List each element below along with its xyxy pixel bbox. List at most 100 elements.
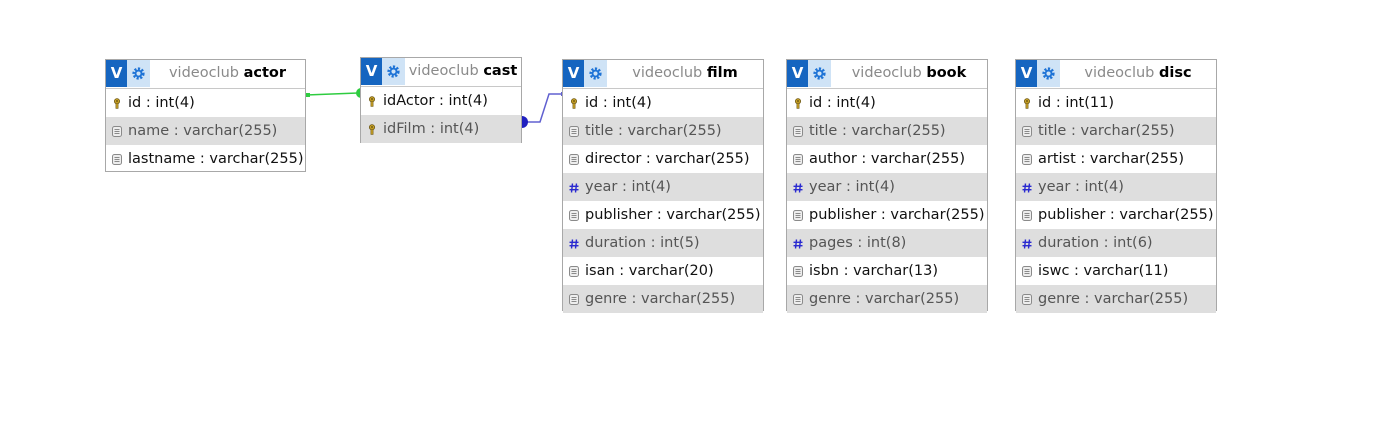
column-row[interactable]: id : int(4) <box>106 89 305 117</box>
table-options-button[interactable] <box>584 60 607 87</box>
column-row[interactable]: genre : varchar(255) <box>1016 285 1216 313</box>
column-row[interactable]: duration : int(5) <box>563 229 763 257</box>
column-row[interactable]: director : varchar(255) <box>563 145 763 173</box>
column-row[interactable]: year : int(4) <box>787 173 987 201</box>
toggle-columns-button[interactable]: V <box>106 60 127 87</box>
text-field-icon <box>1021 117 1033 145</box>
column-type: varchar(13) <box>853 263 938 279</box>
column-type: int(4) <box>1084 179 1124 195</box>
column-row[interactable]: year : int(4) <box>563 173 763 201</box>
column-row[interactable]: publisher : varchar(255) <box>1016 201 1216 229</box>
column-name: id <box>128 95 142 111</box>
column-type: varchar(255) <box>1089 151 1185 167</box>
column-separator: : <box>641 151 656 167</box>
column-row[interactable]: publisher : varchar(255) <box>787 201 987 229</box>
table-film[interactable]: V videoclub film id : int(4)title : varc… <box>562 59 764 313</box>
column-separator: : <box>838 263 854 279</box>
column-separator: : <box>195 151 210 167</box>
column-separator: : <box>856 151 871 167</box>
table-title[interactable]: videoclub book <box>831 60 987 87</box>
table-cast[interactable]: V videoclub cast idActor : int(4)idFilm … <box>360 57 522 143</box>
table-options-button[interactable] <box>382 58 405 85</box>
column-type: int(5) <box>660 235 700 251</box>
key-icon <box>366 115 378 143</box>
key-icon <box>568 89 580 117</box>
column-row[interactable]: publisher : varchar(255) <box>563 201 763 229</box>
database-name: videoclub <box>408 63 479 79</box>
column-row[interactable]: artist : varchar(255) <box>1016 145 1216 173</box>
table-options-button[interactable] <box>1037 60 1060 87</box>
table-book[interactable]: V videoclub book id : int(4)title : varc… <box>786 59 988 313</box>
column-row[interactable]: duration : int(6) <box>1016 229 1216 257</box>
column-type: varchar(255) <box>183 123 278 139</box>
text-field-icon <box>1021 257 1033 285</box>
table-disc[interactable]: V videoclub disc id : int(11)title : var… <box>1015 59 1217 313</box>
column-name: id <box>1038 95 1052 111</box>
numeric-field-icon <box>1021 229 1033 257</box>
column-type: int(6) <box>1113 235 1153 251</box>
table-header: V videoclub book <box>787 60 987 89</box>
table-title[interactable]: videoclub film <box>607 60 763 87</box>
column-row[interactable]: author : varchar(255) <box>787 145 987 173</box>
table-title[interactable]: videoclub cast <box>405 58 521 85</box>
database-name: videoclub <box>851 65 922 81</box>
key-icon <box>1021 89 1033 117</box>
column-separator: : <box>1099 235 1114 251</box>
toggle-columns-button[interactable]: V <box>787 60 808 87</box>
column-separator: : <box>617 179 632 195</box>
toggle-columns-button[interactable]: V <box>563 60 584 87</box>
column-row[interactable]: title : varchar(255) <box>563 117 763 145</box>
gear-icon <box>132 67 145 80</box>
column-row[interactable]: idFilm : int(4) <box>361 115 521 143</box>
column-name: year <box>585 179 618 195</box>
text-field-icon <box>568 145 580 173</box>
relation-cast-film[interactable] <box>522 92 564 128</box>
column-type: varchar(255) <box>666 207 761 223</box>
table-actor[interactable]: V videoclub actor id : int(4)name : varc… <box>105 59 306 172</box>
text-field-icon <box>568 117 580 145</box>
column-type: varchar(255) <box>641 291 736 307</box>
text-field-icon <box>1021 285 1033 313</box>
column-name: isan <box>585 263 615 279</box>
relation-actor-cast[interactable] <box>305 88 361 98</box>
column-row[interactable]: pages : int(8) <box>787 229 987 257</box>
text-field-icon <box>1021 145 1033 173</box>
column-type: int(8) <box>866 235 907 251</box>
column-type: varchar(255) <box>1094 291 1189 307</box>
column-row[interactable]: isan : varchar(20) <box>563 257 763 285</box>
column-name: name <box>128 123 170 139</box>
column-row[interactable]: genre : varchar(255) <box>563 285 763 313</box>
key-icon <box>792 89 804 117</box>
column-row[interactable]: id : int(4) <box>563 89 763 117</box>
column-name: title <box>809 123 838 139</box>
column-row[interactable]: name : varchar(255) <box>106 117 305 145</box>
table-title[interactable]: videoclub disc <box>1060 60 1216 87</box>
table-name: actor <box>243 65 287 81</box>
column-row[interactable]: year : int(4) <box>1016 173 1216 201</box>
column-row[interactable]: id : int(4) <box>787 89 987 117</box>
table-name: film <box>706 65 738 81</box>
column-row[interactable]: iswc : varchar(11) <box>1016 257 1216 285</box>
column-separator: : <box>841 179 856 195</box>
column-row[interactable]: id : int(11) <box>1016 89 1216 117</box>
column-separator: : <box>141 95 156 111</box>
text-field-icon <box>792 285 804 313</box>
column-row[interactable]: lastname : varchar(255) <box>106 145 305 173</box>
column-row[interactable]: isbn : varchar(13) <box>787 257 987 285</box>
table-name: disc <box>1159 65 1192 81</box>
text-field-icon <box>792 201 804 229</box>
table-options-button[interactable] <box>127 60 150 87</box>
column-type: int(4) <box>836 95 876 111</box>
column-row[interactable]: title : varchar(255) <box>1016 117 1216 145</box>
column-row[interactable]: genre : varchar(255) <box>787 285 987 313</box>
column-type: varchar(255) <box>655 151 750 167</box>
column-row[interactable]: title : varchar(255) <box>787 117 987 145</box>
toggle-columns-button[interactable]: V <box>361 58 382 85</box>
table-options-button[interactable] <box>808 60 831 87</box>
column-row[interactable]: idActor : int(4) <box>361 87 521 115</box>
toggle-columns-button[interactable]: V <box>1016 60 1037 87</box>
gear-icon <box>387 65 400 78</box>
table-title[interactable]: videoclub actor <box>150 60 305 87</box>
text-field-icon <box>792 145 804 173</box>
text-field-icon <box>792 257 804 285</box>
